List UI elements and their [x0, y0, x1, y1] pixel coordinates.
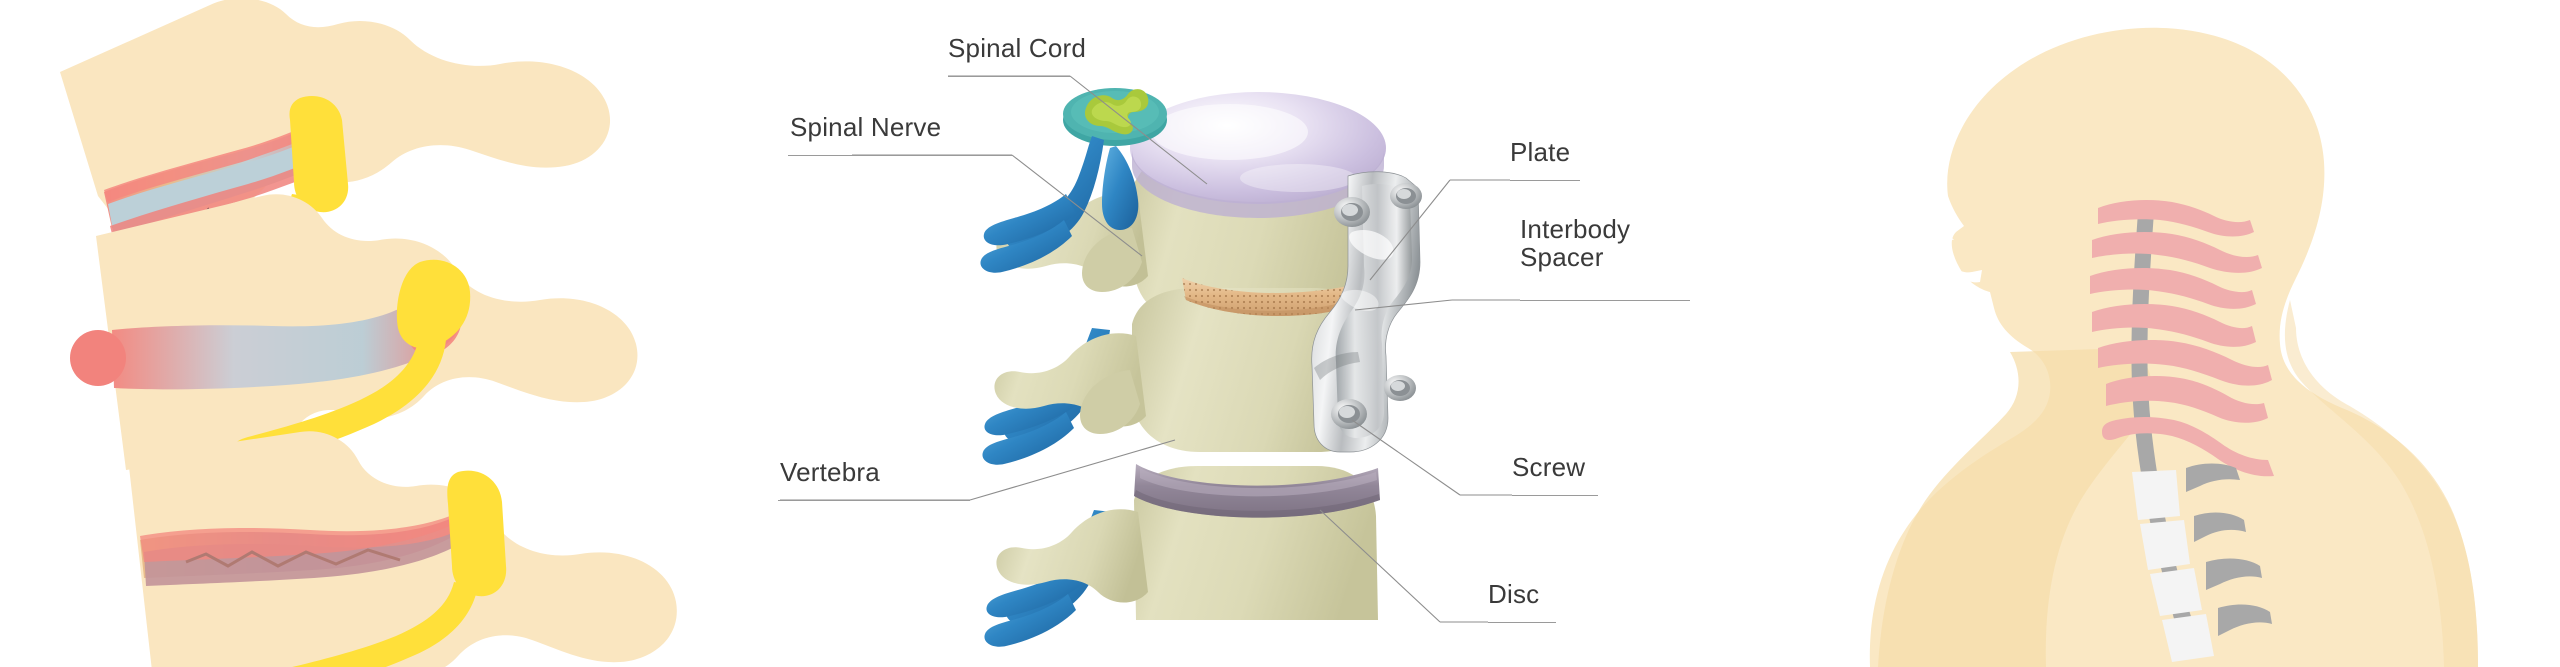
label-interbody-spacer: Interbody Spacer [1520, 214, 1631, 272]
vertebra-body-group [60, 0, 677, 667]
screw-bottom-left [1331, 399, 1367, 429]
label-plate: Plate [1510, 137, 1571, 167]
disc-bottom [1134, 464, 1380, 518]
label-spinal-cord: Spinal Cord [948, 33, 1087, 63]
vertebra-t3 [2150, 558, 2262, 616]
vertebra-t4 [2162, 604, 2272, 662]
vertebra-c5 [2098, 340, 2272, 386]
disc-degenerated-lower [140, 516, 460, 586]
vertebra-c7 [2102, 417, 2274, 477]
label-plate-underline [1510, 180, 1580, 181]
label-interbody-line2: Spacer [1520, 241, 1604, 272]
label-spinal-nerve-underline [788, 155, 1012, 156]
vertebra-c4 [2092, 304, 2256, 347]
label-screw: Screw [1512, 452, 1586, 482]
label-disc: Disc [1488, 579, 1540, 609]
panel-head-neck-silhouette [1830, 0, 2560, 667]
label-spinal-cord-underline [948, 76, 1070, 77]
label-leader-lines [780, 75, 1520, 623]
label-interbody-line1: Interbody [1520, 214, 1631, 244]
vertebra-t1 [2132, 463, 2240, 520]
vertebra-c3 [2090, 268, 2256, 309]
cervical-vertebrae [2090, 200, 2274, 477]
vertebra-c2 [2092, 232, 2262, 273]
label-interbody-underline [1520, 300, 1690, 301]
interbody-spacer [1182, 278, 1356, 317]
label-disc-underline [1488, 622, 1556, 623]
head-neck-graphic [1869, 27, 2478, 667]
disc-top-lavender [1130, 92, 1386, 218]
panel-degenerative-spine [0, 0, 820, 667]
panel-acdf-anatomy: Spinal Cord Spinal Nerve Plate Interbody… [778, 0, 1720, 667]
label-spinal-nerve: Spinal Nerve [790, 112, 942, 142]
label-screw-underline [1512, 495, 1598, 496]
screw-top-right [1390, 183, 1422, 209]
screw-bottom-right [1384, 375, 1416, 401]
screw-top-left [1334, 197, 1370, 227]
label-vertebra-underline [778, 500, 970, 501]
vertebra-c1 [2098, 200, 2254, 237]
vertebra-c6 [2106, 376, 2268, 423]
degenerative-spine-graphic [60, 0, 677, 667]
nerve-root-lower [292, 470, 507, 667]
label-vertebra: Vertebra [780, 457, 880, 487]
anterior-cervical-plate [1311, 171, 1422, 453]
thoracic-vertebrae [2132, 463, 2272, 662]
vertebra-t2 [2140, 512, 2246, 570]
